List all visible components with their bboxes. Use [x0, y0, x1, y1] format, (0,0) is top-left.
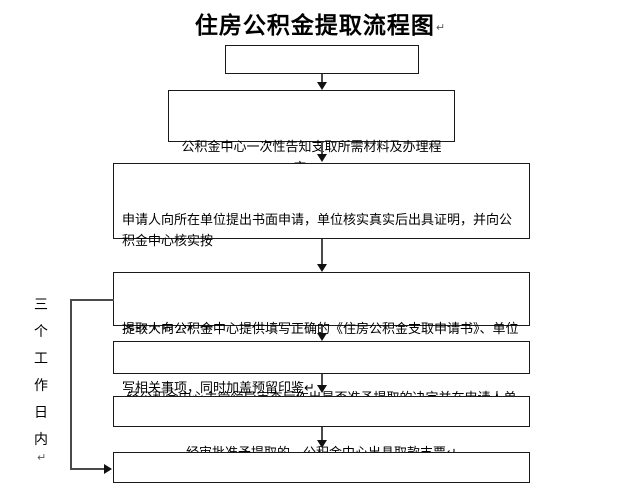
side-label-char-3: 工	[34, 351, 48, 367]
connector-line-3-4	[321, 239, 323, 267]
flow-node-leader-review[interactable]: 经公积金中心主管领导审查后作出是否准予提取的决定并在申请人单位证明上签字。↵	[113, 341, 530, 427]
side-label-char-1: 三	[34, 297, 48, 313]
page-title: 住房公积金提取流程图↵	[0, 6, 641, 40]
connector-arrow-4-5	[317, 333, 327, 341]
connector-line-1-2	[321, 74, 323, 86]
flow-node-submit-materials[interactable]: 提取人向公积金中心提供填写正确的《住房公积金支取申请书》、单位证明和相关凭证， …	[113, 272, 530, 421]
flow-node-bank-withdraw[interactable]: 申请人凭支票到受托银行办理提取手续↵	[113, 452, 530, 483]
connector-arrow-3-4	[317, 264, 327, 272]
feedback-bracket-arrow	[104, 464, 112, 474]
side-label-char-2: 个	[34, 324, 48, 340]
flow-node-written-application-line-3: 写相关事项，同时加盖预留印鉴↵	[122, 381, 315, 396]
side-label-char-6: 内	[34, 432, 48, 448]
connector-line-4-5	[321, 326, 323, 338]
feedback-bracket-side	[70, 299, 72, 469]
connector-line-5-6	[321, 374, 323, 388]
connector-arrow-6-7	[317, 440, 327, 448]
feedback-bracket-top	[70, 299, 114, 301]
paragraph-mark-icon: ↵	[435, 21, 447, 34]
three-working-days-label: 三 个 工 作 日 内 ↵	[28, 292, 54, 464]
page-title-text: 住房公积金提取流程图	[194, 13, 435, 39]
side-label-char-5: 日	[34, 405, 48, 421]
flow-node-issue-check[interactable]: 经审批准予提取的，公积金中心出具取款支票↵	[113, 396, 530, 461]
flow-node-center-notify[interactable]: 公积金中心一次性告知支取所需材料及办理程序，↵ 同时发放《住房公积金支取申请书》…	[168, 90, 455, 239]
side-label-char-4: 作	[34, 378, 48, 394]
flow-node-application-submit[interactable]: 用款人向公积金中心提出支取申请↵	[225, 45, 419, 131]
flow-node-written-application[interactable]: 申请人向所在单位提出书面申请，单位核实真实后出具证明，并向公积金中心核实按 规定…	[113, 163, 530, 396]
connector-arrow-1-2	[317, 82, 327, 90]
connector-line-6-7	[321, 427, 323, 442]
connector-arrow-2-3	[317, 154, 327, 162]
flow-node-written-application-line-1: 申请人向所在单位提出书面申请，单位核实真实后出具证明，并向公积金中心核实按	[122, 213, 513, 249]
side-label-paragraph-mark-icon: ↵	[37, 451, 47, 464]
feedback-bracket-bottom	[70, 468, 106, 470]
connector-line-2-3	[321, 142, 323, 155]
connector-arrow-5-6	[317, 385, 327, 393]
